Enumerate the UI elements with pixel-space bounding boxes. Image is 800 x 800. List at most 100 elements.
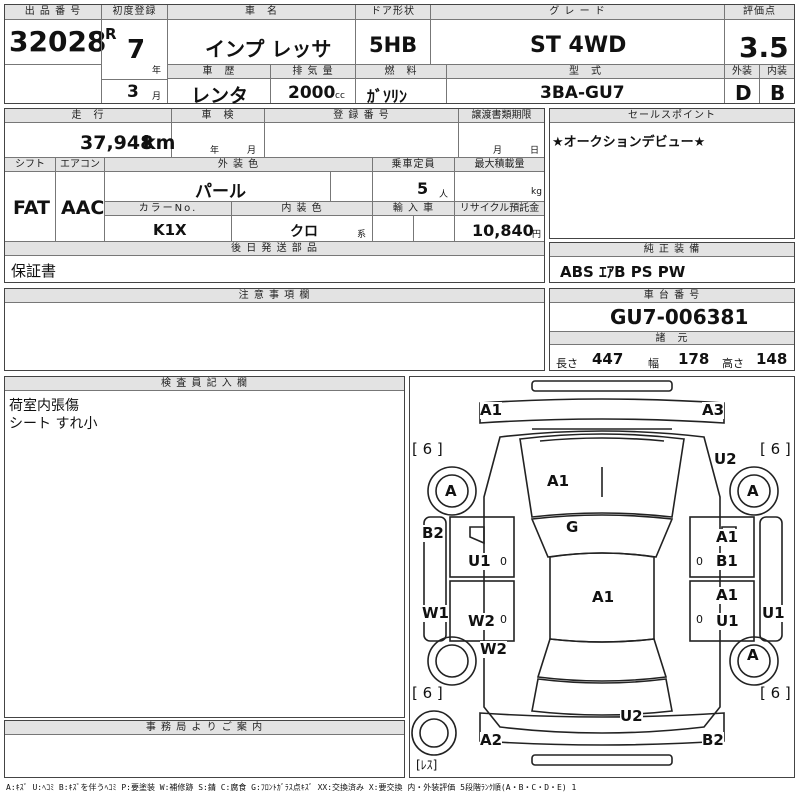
color-no: K1X bbox=[153, 221, 187, 239]
mark-u2-rear: U2 bbox=[620, 707, 643, 725]
damage-diagram: A1 A3 [ 6 ] [ 6 ] U2 A A A1 G B2 U1 0 0 … bbox=[409, 376, 795, 778]
recycle: 10,840 bbox=[472, 221, 534, 240]
history: レンタ bbox=[191, 85, 249, 107]
mark-a1-hood: A1 bbox=[547, 472, 570, 490]
exterior-label: 外装 bbox=[725, 65, 759, 79]
mark-a1-roof: A1 bbox=[592, 588, 615, 606]
width-label: 幅 bbox=[648, 357, 659, 370]
mark-b1-right-door: B1 bbox=[716, 552, 738, 570]
recycle-label: リサイクル預託金 bbox=[455, 202, 544, 216]
car-name: インプ レッサ bbox=[205, 37, 332, 61]
inspector-label: 検 査 員 記 入 欄 bbox=[5, 377, 404, 391]
year-unit: 年 bbox=[152, 66, 162, 76]
import-label: 輸 入 車 bbox=[373, 202, 454, 216]
mark-u1-right-rear-door: U1 bbox=[716, 612, 739, 630]
lot-label: 出 品 番 号 bbox=[5, 5, 101, 20]
mark-no-spare: [ﾚｽ] bbox=[416, 757, 438, 774]
int-color-label: 内 装 色 bbox=[232, 202, 372, 216]
equipment-label: 純 正 装 備 bbox=[550, 243, 794, 257]
month-unit: 月 bbox=[152, 92, 162, 102]
mark-u2-fender-right: U2 bbox=[714, 450, 737, 468]
length: 447 bbox=[592, 350, 624, 368]
km-unit: km bbox=[143, 132, 176, 154]
sales-point-box: セールスポイント ★オークションデビュー★ bbox=[549, 108, 795, 239]
length-label: 長さ bbox=[556, 357, 578, 370]
mark-wheel-fl: A bbox=[445, 482, 457, 500]
transfer-day-unit: 日 bbox=[530, 146, 540, 156]
sales-point: ★オークションデビュー★ bbox=[552, 135, 706, 150]
history-label: 車 歴 bbox=[168, 65, 270, 79]
grade-label: グ レ ー ド bbox=[431, 5, 724, 20]
door-label: ドア形状 bbox=[356, 5, 430, 20]
mark-a1-right-rear-door: A1 bbox=[716, 586, 739, 604]
mark-tread-rl: [ 6 ] bbox=[412, 684, 443, 702]
reg-year: 7 bbox=[127, 35, 146, 65]
model: 3BA-GU7 bbox=[540, 83, 625, 103]
inspector-note-1: 荷室内張傷 bbox=[9, 398, 79, 414]
transfer-month-unit: 月 bbox=[493, 146, 503, 156]
mark-a1-right-door-front: A1 bbox=[716, 528, 739, 546]
later-parts-label: 後 日 発 送 部 品 bbox=[5, 242, 544, 256]
score: 3.5 bbox=[739, 31, 789, 64]
chassis-box: 車 台 番 号 GU7-006381 諸 元 長さ 447 幅 178 高さ 1… bbox=[549, 288, 795, 371]
ac: AAC bbox=[61, 197, 105, 219]
vehicle-details: 走 行 車 検 登 録 番 号 譲渡書類期限 37,948 km 年 月 月 日… bbox=[4, 108, 545, 283]
width: 178 bbox=[678, 350, 710, 368]
load-unit: kg bbox=[531, 187, 542, 197]
fuel-label: 燃 料 bbox=[356, 65, 446, 79]
inspector-note-2: シート すれ小 bbox=[9, 416, 98, 432]
height-label: 高さ bbox=[722, 357, 744, 370]
displacement-label: 排 気 量 bbox=[271, 65, 355, 79]
mark-w2-left-rear-fender: W2 bbox=[480, 640, 507, 658]
mileage-label: 走 行 bbox=[5, 109, 171, 123]
mark-a1-front-left: A1 bbox=[480, 401, 503, 419]
later-parts: 保証書 bbox=[11, 262, 57, 280]
inspection-label: 車 検 bbox=[172, 109, 264, 123]
mark-zero-2: 0 bbox=[696, 553, 703, 570]
ext-color-label: 外 装 色 bbox=[105, 158, 372, 172]
fuel: ｶﾞｿﾘﾝ bbox=[367, 87, 408, 106]
color-no-label: カラーNo. bbox=[105, 202, 231, 216]
ext-color: パール bbox=[195, 182, 246, 202]
insp-month-unit: 月 bbox=[247, 146, 257, 156]
dims-label: 諸 元 bbox=[550, 331, 794, 345]
chassis-number: GU7-006381 bbox=[610, 305, 749, 329]
mark-w1-left-sill: W1 bbox=[422, 604, 449, 622]
mark-tread-fr: [ 6 ] bbox=[760, 440, 791, 458]
plate-label: 登 録 番 号 bbox=[265, 109, 458, 123]
office-label: 事 務 局 よ り ご 案 内 bbox=[5, 721, 404, 735]
grade: ST 4WD bbox=[530, 33, 627, 58]
mark-b2-left: B2 bbox=[422, 524, 444, 542]
int-color-unit: 系 bbox=[357, 230, 367, 240]
car-outline-diagram bbox=[411, 380, 783, 766]
chassis-label: 車 台 番 号 bbox=[550, 289, 794, 303]
interior-grade: B bbox=[770, 81, 786, 105]
shift-label: シフト bbox=[5, 158, 55, 172]
mark-w2-left-rear-door: W2 bbox=[468, 612, 495, 630]
car-name-label: 車 名 bbox=[168, 5, 355, 20]
model-label: 型 式 bbox=[447, 65, 724, 79]
era: R bbox=[105, 25, 117, 43]
mark-wheel-rr: A bbox=[747, 646, 759, 664]
yen-unit: 円 bbox=[532, 230, 542, 240]
mark-g-windshield: G bbox=[566, 518, 579, 536]
reg-month: 3 bbox=[127, 82, 139, 102]
capacity-label: 乗車定員 bbox=[373, 158, 454, 172]
mark-u1-right-sill: U1 bbox=[762, 604, 785, 622]
capacity-unit: 人 bbox=[439, 190, 449, 200]
vehicle-header: 出 品 番 号 32028 初度登録 R 7 年 3 月 車 名 インプ レッサ… bbox=[4, 4, 795, 107]
door-type: 5HB bbox=[369, 33, 418, 57]
mark-a3-front-right: A3 bbox=[702, 401, 725, 419]
interior-label: 内装 bbox=[760, 65, 794, 79]
transfer-label: 譲渡書類期限 bbox=[459, 109, 544, 123]
first-reg-label: 初度登録 bbox=[102, 5, 167, 20]
ac-label: エアコン bbox=[56, 158, 104, 172]
int-color: クロ bbox=[290, 224, 318, 240]
mark-a2-rear-left: A2 bbox=[480, 731, 503, 749]
displacement: 2000 bbox=[288, 83, 336, 103]
inspector-box: 検 査 員 記 入 欄 荷室内張傷 シート すれ小 bbox=[4, 376, 405, 718]
insp-year-unit: 年 bbox=[210, 146, 220, 156]
equipment: ABS ｴｱB PS PW bbox=[560, 263, 686, 281]
capacity: 5 bbox=[417, 179, 429, 198]
mark-zero-3: 0 bbox=[500, 611, 507, 628]
